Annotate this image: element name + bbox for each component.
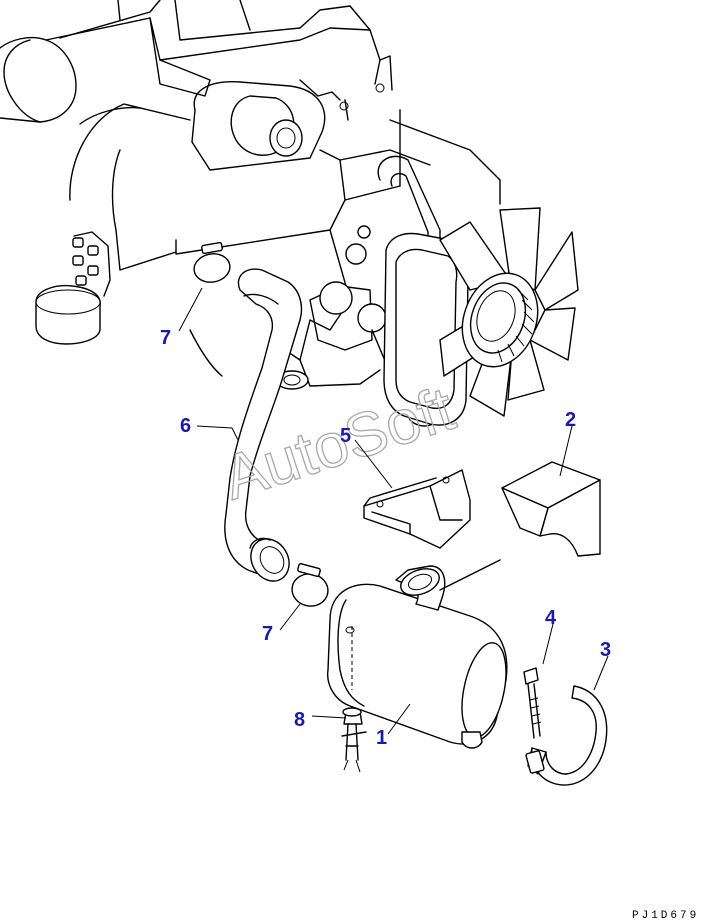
- air-cleaner: [327, 559, 508, 749]
- callout-7-upper: 7: [160, 327, 171, 349]
- intake-hose: [224, 268, 303, 582]
- dust-indicator: [341, 707, 367, 773]
- callout-7-lower: 7: [262, 623, 273, 645]
- callout-2: 2: [565, 409, 576, 431]
- hose-clamp-upper: [193, 241, 231, 283]
- band: [525, 685, 608, 786]
- leader-lines: [178, 287, 609, 735]
- hose-clamp-lower: [291, 563, 329, 607]
- callout-8: 8: [294, 709, 305, 731]
- callout-5: 5: [340, 425, 351, 447]
- callout-4: 4: [545, 607, 557, 629]
- bracket-plate: [363, 469, 471, 549]
- callout-3: 3: [600, 639, 611, 661]
- callout-1: 1: [376, 727, 387, 749]
- callout-6: 6: [180, 415, 191, 437]
- drawing-code: PJ1D679: [632, 910, 699, 922]
- fan-assembly: [371, 155, 579, 427]
- bracket: [501, 461, 601, 557]
- engine-block: [0, 0, 501, 390]
- bolt: [523, 667, 542, 739]
